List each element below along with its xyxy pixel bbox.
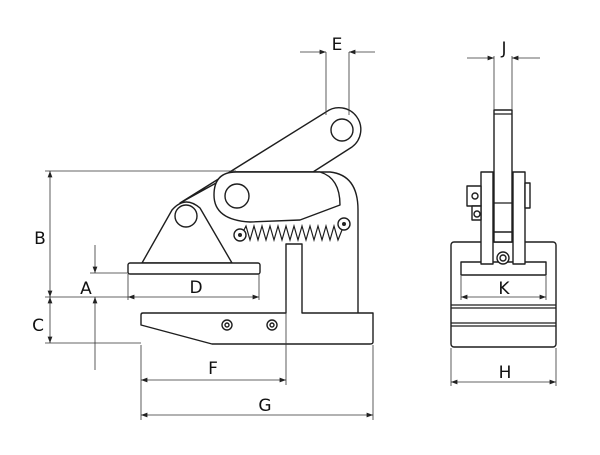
tab-right xyxy=(524,182,531,209)
dim-label-b: B xyxy=(34,229,46,249)
jaw-pivot xyxy=(174,204,198,228)
jaw-bracket xyxy=(141,201,233,264)
handle xyxy=(493,109,513,241)
cam-boss xyxy=(213,171,341,223)
side-dimensions: E B C A D F G xyxy=(32,35,375,420)
front-view xyxy=(450,109,557,348)
dim-label-h: H xyxy=(499,363,512,383)
dim-label-g: G xyxy=(258,396,271,416)
cam-detail xyxy=(493,231,513,243)
pin xyxy=(471,192,479,200)
spring-anchor-pin xyxy=(238,233,242,237)
lifting-arm xyxy=(179,107,362,204)
dim-label-d: D xyxy=(189,278,202,298)
dim-label-a: A xyxy=(80,279,92,299)
pin xyxy=(473,210,481,218)
cheek-right xyxy=(512,171,526,265)
dim-label-k: K xyxy=(498,279,510,299)
side-view xyxy=(127,107,374,345)
front-dimensions: J K H xyxy=(450,39,557,386)
spring xyxy=(241,223,343,243)
dim-label-e: E xyxy=(332,35,343,55)
cam-pivot xyxy=(224,183,250,209)
cheek-left xyxy=(480,171,494,265)
dim-label-f: F xyxy=(208,359,218,379)
dim-label-c: C xyxy=(32,316,44,336)
shackle-hole xyxy=(330,118,354,142)
jaw-pad xyxy=(127,262,261,275)
spring-anchor-pin xyxy=(342,222,346,226)
dim-label-j: J xyxy=(500,39,506,59)
